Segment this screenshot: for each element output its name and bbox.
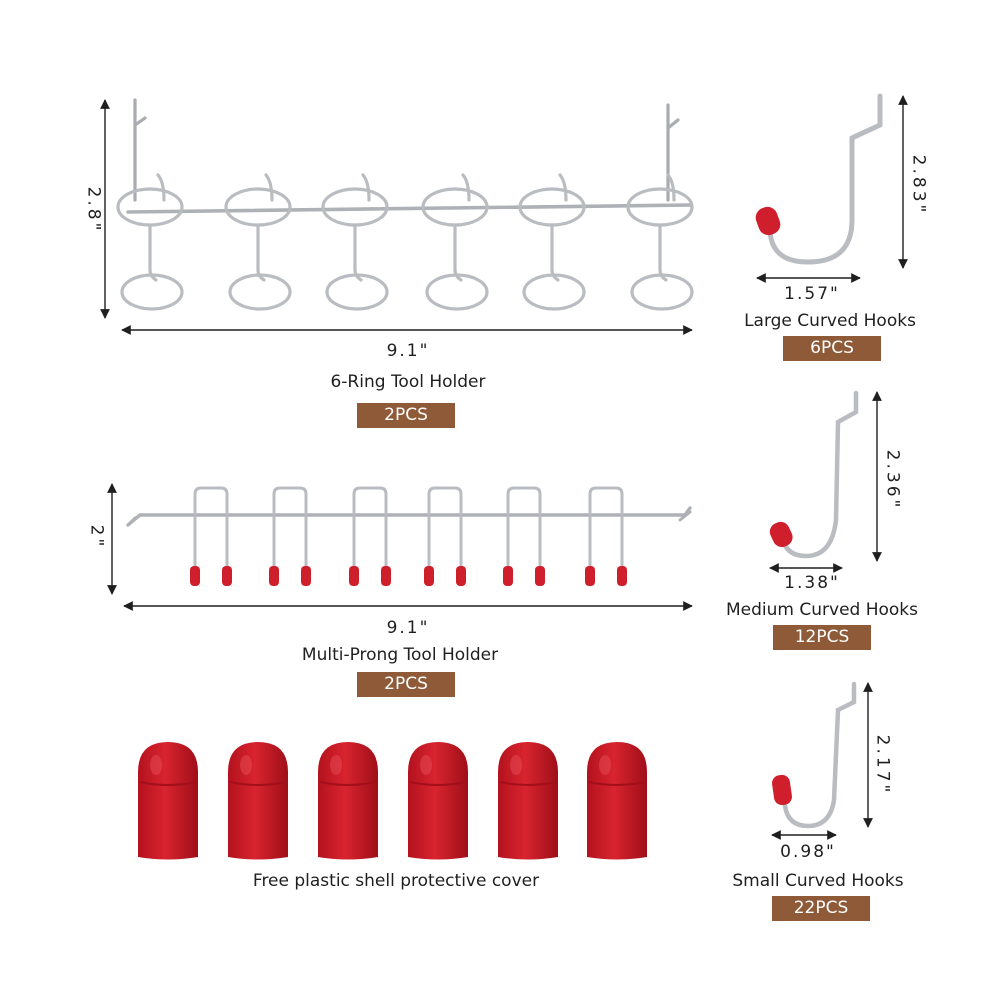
- prong-pair: [424, 486, 466, 586]
- ring-holder-width-label: 9.1": [386, 341, 430, 361]
- protective-cover: [498, 742, 558, 860]
- prong-cap: [222, 566, 232, 586]
- prong-holder-height-label: 2": [86, 524, 107, 550]
- prong-pair: [349, 486, 391, 586]
- prong-cap: [503, 566, 513, 586]
- large-hook-dimensions: [756, 95, 908, 283]
- ring-unit: [116, 173, 184, 311]
- prong-cap: [535, 566, 545, 586]
- ring-holder-qty-badge: 2PCS: [357, 403, 455, 428]
- six-ring-tool-holder-image: [116, 98, 694, 311]
- prong-cap: [381, 566, 391, 586]
- large-curved-hook-image: [755, 93, 883, 265]
- large-hook-width-label: 1.57": [784, 284, 840, 304]
- small-curved-hook-image: [772, 681, 857, 829]
- small-hook-qty-badge: 22PCS: [772, 896, 870, 921]
- medium-curved-hook-image: [769, 390, 859, 559]
- ring-unit: [421, 173, 489, 311]
- prong-pair: [269, 486, 311, 586]
- prong-holder-dimensions: [107, 483, 693, 611]
- covers-caption: Free plastic shell protective cover: [252, 871, 540, 891]
- small-hook-height-label: 2.17": [872, 734, 893, 796]
- prong-pair: [585, 486, 627, 586]
- prong-holder-name: Multi-Prong Tool Holder: [301, 645, 499, 665]
- protective-cover: [318, 742, 378, 860]
- ring-holder-height-label: 2.8": [83, 186, 104, 234]
- ring-holder-name: 6-Ring Tool Holder: [330, 372, 486, 392]
- ring-unit: [626, 173, 694, 311]
- ring-holder-dimensions: [100, 99, 693, 335]
- prong-pair: [503, 486, 545, 586]
- large-hook-qty-badge: 6PCS: [783, 336, 881, 361]
- medium-hook-height-label: 2.36": [882, 449, 903, 511]
- ring-unit: [518, 173, 586, 311]
- large-hook-height-label: 2.83": [908, 154, 929, 216]
- medium-hook-width-label: 1.38": [784, 573, 840, 593]
- protective-cover: [587, 742, 647, 860]
- ring-unit: [224, 173, 292, 311]
- prong-cap: [269, 566, 279, 586]
- protective-covers-image: [138, 742, 647, 860]
- medium-hook-dimensions: [769, 391, 882, 573]
- prong-cap: [301, 566, 311, 586]
- small-hook-dimensions: [771, 682, 873, 840]
- prong-cap: [424, 566, 434, 586]
- large-hook-name: Large Curved Hooks: [744, 311, 916, 331]
- prong-cap: [585, 566, 595, 586]
- prong-holder-qty-badge: 2PCS: [357, 672, 455, 697]
- medium-hook-name: Medium Curved Hooks: [725, 600, 919, 620]
- protective-cover: [408, 742, 468, 860]
- medium-hook-qty-badge: 12PCS: [773, 625, 871, 650]
- protective-cover: [138, 742, 198, 860]
- protective-cover: [228, 742, 288, 860]
- prong-cap: [349, 566, 359, 586]
- prong-cap: [456, 566, 466, 586]
- prong-cap: [190, 566, 200, 586]
- prong-cap: [617, 566, 627, 586]
- prong-pair: [190, 486, 232, 586]
- small-hook-width-label: 0.98": [780, 842, 836, 862]
- ring-unit: [321, 173, 389, 311]
- prong-holder-width-label: 9.1": [386, 618, 430, 638]
- multi-prong-tool-holder-image: [126, 486, 692, 586]
- small-hook-name: Small Curved Hooks: [732, 871, 904, 891]
